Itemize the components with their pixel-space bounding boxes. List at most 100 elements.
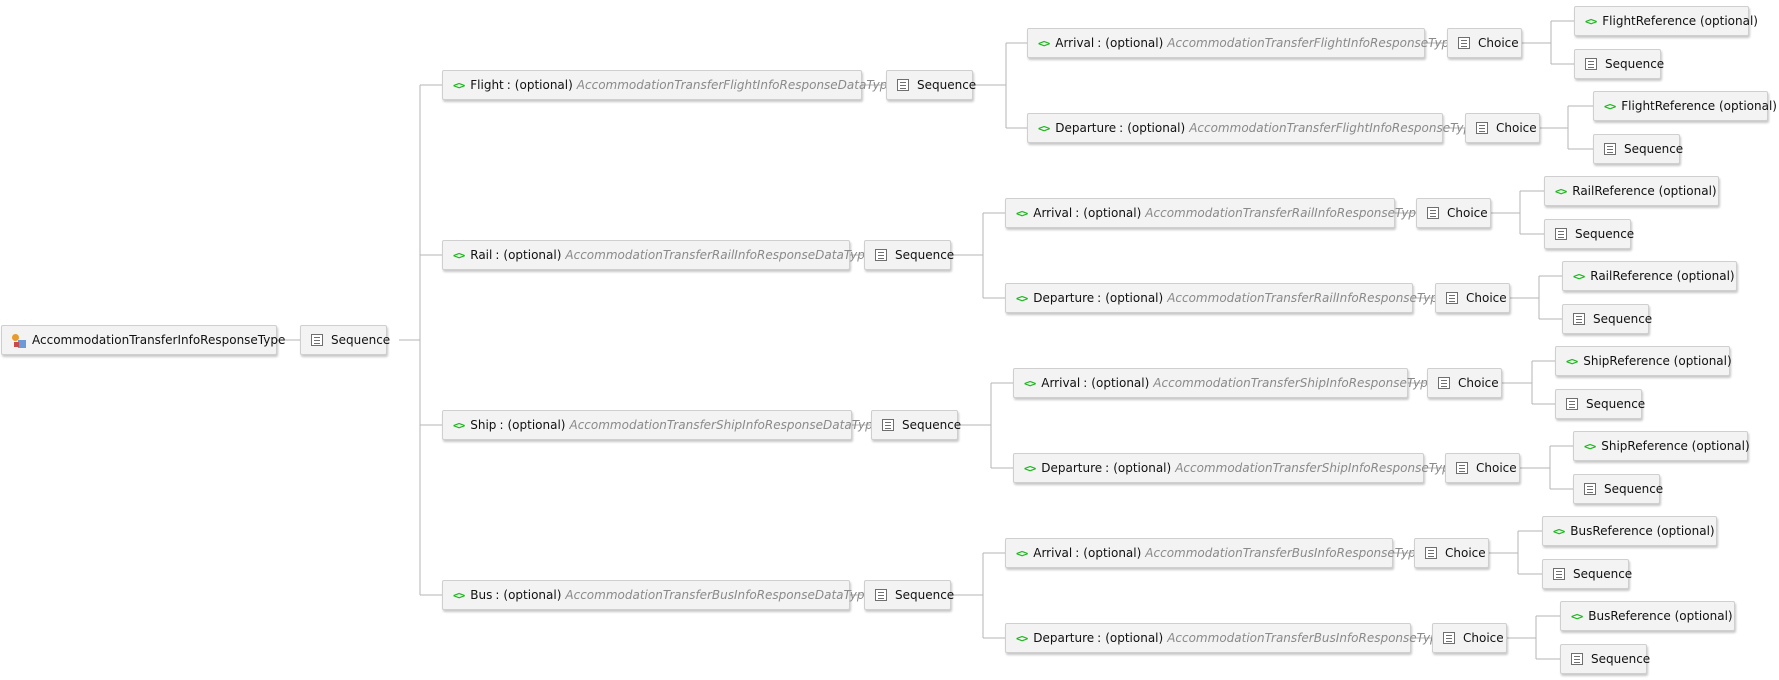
choice-compositor[interactable]: Choice xyxy=(1416,198,1491,228)
sequence-compositor[interactable]: Sequence xyxy=(1560,644,1651,674)
sequence-compositor[interactable]: Sequence xyxy=(1562,304,1652,334)
sequence-icon xyxy=(875,249,887,261)
sequence-compositor[interactable]: Sequence xyxy=(864,580,954,610)
element-icon: <> xyxy=(1024,461,1036,475)
sequence-label: Sequence xyxy=(331,333,391,347)
element-departure[interactable]: <>Departure:(optional)AccommodationTrans… xyxy=(1005,283,1445,313)
sequence-icon xyxy=(1555,228,1567,240)
root-type-node[interactable]: AccommodationTransferInfoResponseType xyxy=(1,325,285,355)
reference-element[interactable]: <> RailReference (optional) xyxy=(1562,261,1737,291)
choice-compositor[interactable]: Choice xyxy=(1447,28,1522,58)
reference-label: FlightReference (optional) xyxy=(1602,14,1758,28)
reference-element[interactable]: <>BusReference (optional) xyxy=(1542,516,1717,546)
root-type-name: AccommodationTransferInfoResponseType xyxy=(32,333,286,347)
reference-element[interactable]: <>BusReference (optional) xyxy=(1560,601,1735,631)
choice-compositor[interactable]: Choice xyxy=(1465,113,1540,143)
separator: : xyxy=(495,588,500,602)
element-type: AccommodationTransferBusInfoResponseType xyxy=(1167,631,1446,645)
element-arrival[interactable]: <>Arrival:(optional)AccommodationTransfe… xyxy=(1027,28,1457,58)
sequence-compositor[interactable]: Sequence xyxy=(864,240,954,270)
optional-label: (optional) xyxy=(1105,291,1164,305)
sequence-icon xyxy=(1573,313,1585,325)
sequence-icon xyxy=(1585,58,1597,70)
choice-icon xyxy=(1458,37,1470,49)
element-arrival[interactable]: <>Arrival:(optional)AccommodationTransfe… xyxy=(1005,538,1423,568)
sequence-icon xyxy=(1604,143,1616,155)
reference-label: BusReference (optional) xyxy=(1588,609,1733,623)
reference-element[interactable]: <>ShipReference (optional) xyxy=(1555,346,1732,376)
element-type: AccommodationTransferFlightInfoResponseT… xyxy=(1167,36,1457,50)
sequence-compositor[interactable]: Sequence xyxy=(300,325,391,355)
choice-compositor[interactable]: Choice xyxy=(1445,453,1520,483)
choice-label: Choice xyxy=(1463,631,1504,645)
reference-element[interactable]: <> FlightReference (optional) xyxy=(1593,91,1777,121)
choice-icon xyxy=(1427,207,1439,219)
choice-compositor[interactable]: Choice xyxy=(1435,283,1510,313)
separator: : xyxy=(499,418,504,432)
element-icon: <> xyxy=(1024,376,1036,390)
element-name: Arrival xyxy=(1033,546,1073,560)
choice-icon xyxy=(1476,122,1488,134)
choice-label: Choice xyxy=(1447,206,1488,220)
separator: : xyxy=(1083,376,1088,390)
sequence-compositor[interactable]: Sequence xyxy=(871,410,962,440)
element-name: Arrival xyxy=(1033,206,1073,220)
element-bus[interactable]: <>Bus:(optional)AccommodationTransferBus… xyxy=(442,580,872,610)
reference-element[interactable]: <>RailReference (optional) xyxy=(1544,176,1719,206)
element-icon: <> xyxy=(1585,14,1597,28)
optional-label: (optional) xyxy=(503,248,562,262)
sequence-compositor[interactable]: Sequence xyxy=(1542,559,1633,589)
element-name: Rail xyxy=(470,248,493,262)
element-arrival[interactable]: <>Arrival:(optional)AccommodationTransfe… xyxy=(1005,198,1423,228)
optional-label: (optional) xyxy=(514,78,573,92)
choice-compositor[interactable]: Choice xyxy=(1432,623,1507,653)
reference-element[interactable]: <>ShipReference (optional) xyxy=(1573,431,1750,461)
element-flight[interactable]: <>Flight:(optional)AccommodationTransfer… xyxy=(442,70,895,100)
sequence-compositor[interactable]: Sequence xyxy=(1573,474,1663,504)
element-type: AccommodationTransferShipInfoResponseDat… xyxy=(569,418,881,432)
choice-compositor[interactable]: Choice xyxy=(1414,538,1489,568)
sequence-icon xyxy=(882,419,894,431)
element-departure[interactable]: <>Departure:(optional)AccommodationTrans… xyxy=(1027,113,1478,143)
element-icon: <> xyxy=(1573,269,1585,283)
choice-compositor[interactable]: Choice xyxy=(1427,368,1502,398)
element-icon: <> xyxy=(1553,524,1565,538)
element-icon: <> xyxy=(1604,99,1616,113)
element-arrival[interactable]: <>Arrival:(optional)AccommodationTransfe… xyxy=(1013,368,1435,398)
sequence-compositor[interactable]: Sequence xyxy=(1593,134,1683,164)
sequence-icon xyxy=(875,589,887,601)
sequence-compositor[interactable]: Sequence xyxy=(886,70,976,100)
element-type: AccommodationTransferFlightInfoResponseT… xyxy=(1189,121,1479,135)
element-departure[interactable]: <>Departure:(optional)AccommodationTrans… xyxy=(1013,453,1457,483)
element-ship[interactable]: <>Ship:(optional)AccommodationTransferSh… xyxy=(442,410,880,440)
sequence-icon xyxy=(1571,653,1583,665)
optional-label: (optional) xyxy=(1091,376,1150,390)
optional-label: (optional) xyxy=(507,418,566,432)
reference-label: FlightReference (optional) xyxy=(1621,99,1777,113)
element-icon: <> xyxy=(1016,291,1028,305)
choice-label: Choice xyxy=(1445,546,1486,560)
separator: : xyxy=(1075,206,1080,220)
sequence-compositor[interactable]: Sequence xyxy=(1574,49,1664,79)
element-type: AccommodationTransferRailInfoResponseTyp… xyxy=(1145,206,1424,220)
element-icon: <> xyxy=(1038,36,1050,50)
optional-label: (optional) xyxy=(1105,631,1164,645)
element-departure[interactable]: <>Departure:(optional)AccommodationTrans… xyxy=(1005,623,1445,653)
optional-label: (optional) xyxy=(1127,121,1186,135)
separator: : xyxy=(1097,36,1102,50)
sequence-compositor[interactable]: Sequence xyxy=(1544,219,1634,249)
choice-icon xyxy=(1446,292,1458,304)
sequence-compositor[interactable]: Sequence xyxy=(1555,389,1645,419)
reference-element[interactable]: <> FlightReference (optional) xyxy=(1574,6,1758,36)
sequence-label: Sequence xyxy=(1573,567,1633,581)
sequence-label: Sequence xyxy=(1591,652,1651,666)
choice-label: Choice xyxy=(1466,291,1507,305)
element-icon: <> xyxy=(1566,354,1578,368)
sequence-label: Sequence xyxy=(902,418,962,432)
reference-label: RailReference (optional) xyxy=(1590,269,1735,283)
element-rail[interactable]: <>Rail:(optional)AccommodationTransferRa… xyxy=(442,240,872,270)
choice-label: Choice xyxy=(1478,36,1519,50)
separator: : xyxy=(1097,291,1102,305)
element-type: AccommodationTransferShipInfoResponseTyp… xyxy=(1175,461,1458,475)
